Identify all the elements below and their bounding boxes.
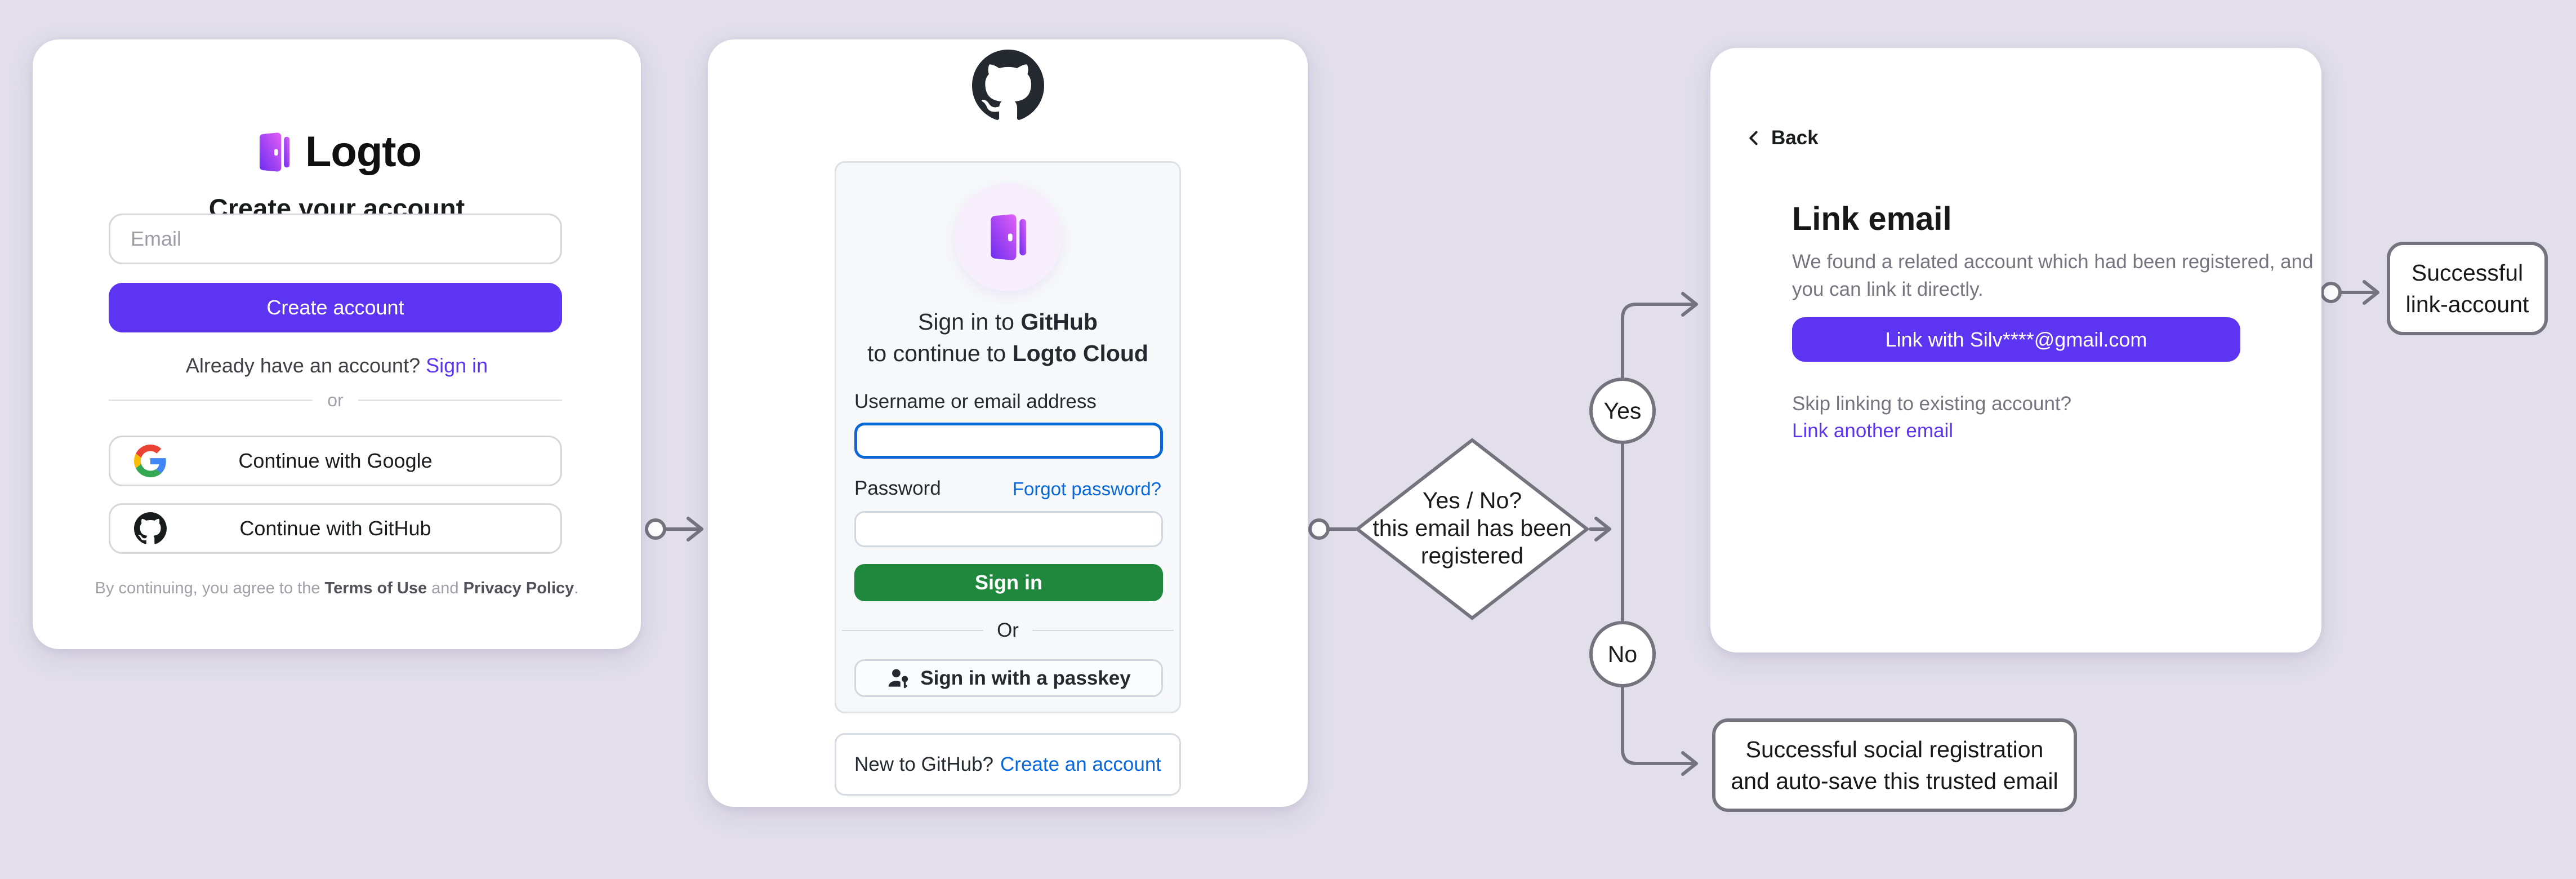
or-divider: Or <box>836 619 1179 642</box>
outcome-social-line2: and auto-save this trusted email <box>1731 768 2058 794</box>
signin-heading: Sign in to GitHub to continue to Logto C… <box>836 306 1179 369</box>
logto-door-icon <box>990 214 1026 260</box>
username-input[interactable] <box>854 423 1163 459</box>
passkey-signin-button[interactable]: Sign in with a passkey <box>854 659 1163 697</box>
no-node-label: No <box>1607 641 1638 667</box>
no-node-circle <box>1589 621 1656 687</box>
signin-prompt-text: Already have an account? <box>185 354 426 377</box>
arrowhead <box>2363 280 2379 305</box>
new-to-github-text: New to GitHub? <box>854 753 994 775</box>
link-another-email-link[interactable]: Link another email <box>1792 420 1953 442</box>
signin-prompt-row: Already have an account? Sign in <box>33 354 641 378</box>
link-email-description: We found a related account which had bee… <box>1792 248 2314 303</box>
decision-line3: registered <box>1420 543 1524 569</box>
terms-of-use-link[interactable]: Terms of Use <box>324 579 427 597</box>
connector-start-dot <box>645 518 666 540</box>
passkey-button-label: Sign in with a passkey <box>920 667 1131 689</box>
arrowhead <box>1681 751 1698 776</box>
yes-node-label: Yes <box>1603 398 1642 424</box>
outcome-social-line1: Successful social registration <box>1745 736 2044 762</box>
arrowhead <box>1681 292 1698 317</box>
continue-with-github-button[interactable]: Continue with GitHub <box>109 503 562 554</box>
logto-brand-name: Logto <box>305 128 422 176</box>
decision-line2: this email has been <box>1372 515 1572 541</box>
divider-line <box>842 630 984 631</box>
create-an-account-link[interactable]: Create an account <box>1000 753 1162 775</box>
outcome-social-text: Successful social registration and auto-… <box>1731 734 2058 797</box>
outcome-link-line1: Successful <box>2411 260 2524 286</box>
outcome-link-account-box: Successful link-account <box>2387 242 2548 335</box>
outcome-link-line2: link-account <box>2405 291 2529 317</box>
link-with-email-button[interactable]: Link with Silv****@gmail.com <box>1792 317 2240 362</box>
passkey-icon <box>888 669 908 688</box>
divider-label: Or <box>997 619 1019 641</box>
skip-linking-text: Skip linking to existing account? <box>1792 393 2072 415</box>
signin-heading-app: Logto Cloud <box>1012 340 1148 366</box>
outcome-link-account-text: Successful link-account <box>2406 257 2529 320</box>
signin-heading-line2: to continue to <box>867 340 1013 366</box>
forgot-password-link[interactable]: Forgot password? <box>1012 478 1161 499</box>
connector-start-dot <box>2320 282 2342 303</box>
decision-diamond-text: Yes / No? this email has been registered <box>1360 487 1585 570</box>
continue-github-label: Continue with GitHub <box>239 517 431 540</box>
link-email-card: Back Link email We found a related accou… <box>1710 48 2321 652</box>
github-signin-card: Sign in to GitHub to continue to Logto C… <box>708 39 1308 807</box>
decision-diamond <box>1354 438 1590 620</box>
continue-google-label: Continue with Google <box>238 449 433 472</box>
signin-heading-github: GitHub <box>1020 309 1098 335</box>
github-logo-icon <box>971 50 1044 120</box>
divider-line <box>1032 630 1174 631</box>
outcome-social-registration-box: Successful social registration and auto-… <box>1712 718 2077 812</box>
logto-door-icon <box>259 132 290 171</box>
github-signin-panel: Sign in to GitHub to continue to Logto C… <box>835 161 1181 713</box>
google-icon <box>134 445 166 477</box>
yes-node-circle <box>1589 378 1656 444</box>
password-input[interactable] <box>854 511 1163 547</box>
description-line1: We found a related account which had bee… <box>1792 251 2314 273</box>
terms-suffix: . <box>574 579 579 597</box>
connector-start-dot <box>1308 518 1330 540</box>
signin-heading-line1: Sign in to <box>918 309 1021 335</box>
continue-with-google-button[interactable]: Continue with Google <box>109 436 562 486</box>
email-field[interactable] <box>109 214 562 264</box>
new-to-github-panel: New to GitHub? Create an account <box>835 733 1181 796</box>
logto-signup-card: Logto Create your account Create account… <box>33 39 641 649</box>
description-line2: you can link it directly. <box>1792 278 1984 300</box>
divider-label: or <box>327 390 344 410</box>
back-button[interactable]: Back <box>1744 127 1819 149</box>
terms-and: and <box>427 579 463 597</box>
username-label: Username or email address <box>854 390 1097 412</box>
github-icon <box>134 512 167 544</box>
back-label: Back <box>1771 127 1819 149</box>
arrowhead <box>687 517 703 541</box>
privacy-policy-link[interactable]: Privacy Policy <box>463 579 574 597</box>
password-label: Password <box>854 477 941 499</box>
terms-prefix: By continuing, you agree to the <box>95 579 325 597</box>
create-account-button[interactable]: Create account <box>109 283 562 332</box>
link-email-title: Link email <box>1792 201 1952 237</box>
divider-line <box>109 399 313 401</box>
divider-line <box>358 399 563 401</box>
logto-logo: Logto <box>33 127 641 176</box>
chevron-left-icon <box>1749 131 1758 145</box>
github-signin-button[interactable]: Sign in <box>854 564 1163 601</box>
or-divider: or <box>109 390 563 411</box>
decision-line1: Yes / No? <box>1422 487 1522 513</box>
terms-notice: By continuing, you agree to the Terms of… <box>33 579 641 598</box>
signin-link[interactable]: Sign in <box>426 354 488 377</box>
app-logo-badge <box>953 183 1062 291</box>
arrowhead <box>1594 517 1611 541</box>
